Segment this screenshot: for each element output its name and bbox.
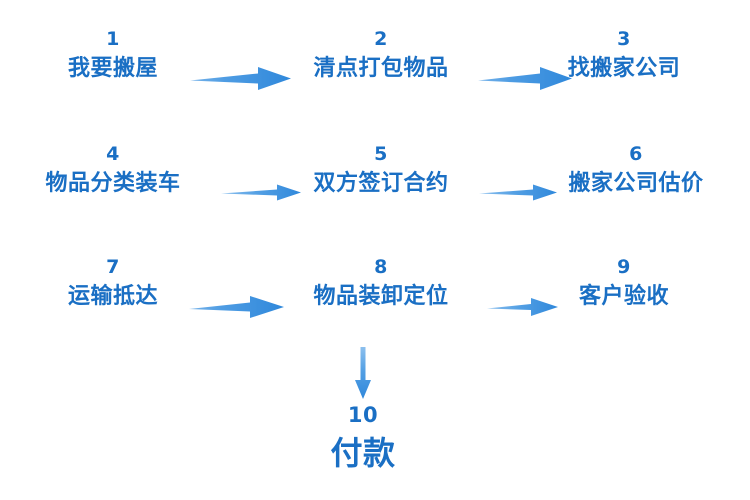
arrow-step7-to-step8 — [189, 296, 284, 318]
step-label-text: 搬家公司估价 — [568, 171, 704, 196]
flow-step-8[interactable]: 8 物品装卸定位 — [313, 258, 448, 308]
flow-step-10[interactable]: 10 付款 — [330, 403, 396, 472]
arrow-step8-to-step9 — [487, 298, 558, 316]
flow-step-6[interactable]: 6 搬家公司估价 — [568, 145, 703, 195]
flow-step-9[interactable]: 9 客户验收 — [579, 258, 669, 308]
step-label-text: 运输抵达 — [67, 284, 159, 309]
flow-step-3[interactable]: 3 找搬家公司 — [568, 30, 681, 80]
flow-step-2[interactable]: 2 清点打包物品 — [313, 30, 448, 80]
flow-step-4[interactable]: 4 物品分类装车 — [45, 145, 180, 195]
arrow-step5-to-step6 — [479, 184, 557, 201]
step-label-text: 物品装卸定位 — [313, 284, 449, 309]
step-number: 7 — [106, 256, 120, 278]
arrow-step8-to-step10 — [355, 347, 371, 399]
step-label-text: 我要搬屋 — [67, 56, 159, 81]
step-label-text: 物品分类装车 — [45, 171, 181, 196]
step-number: 3 — [617, 28, 631, 50]
step-label-text: 客户验收 — [578, 284, 670, 309]
step-number: 8 — [374, 256, 388, 278]
flow-step-5[interactable]: 5 双方签订合约 — [313, 145, 448, 195]
step-number: 1 — [106, 28, 120, 50]
step-number: 10 — [347, 403, 379, 427]
step-number: 2 — [374, 28, 388, 50]
flow-step-1[interactable]: 1 我要搬屋 — [68, 30, 158, 80]
step-number: 9 — [617, 256, 631, 278]
flow-step-7[interactable]: 7 运输抵达 — [68, 258, 158, 308]
step-number: 4 — [106, 143, 120, 165]
arrow-step2-to-step3 — [478, 67, 572, 90]
step-number: 5 — [374, 143, 388, 165]
step-label-text: 双方签订合约 — [313, 171, 449, 196]
arrow-step1-to-step2 — [190, 67, 291, 90]
arrow-step4-to-step5 — [221, 184, 301, 201]
step-label-text: 清点打包物品 — [313, 56, 449, 81]
step-label-text: 找搬家公司 — [567, 56, 681, 81]
step-label-text: 付款 — [330, 434, 396, 472]
step-number: 6 — [629, 143, 643, 165]
